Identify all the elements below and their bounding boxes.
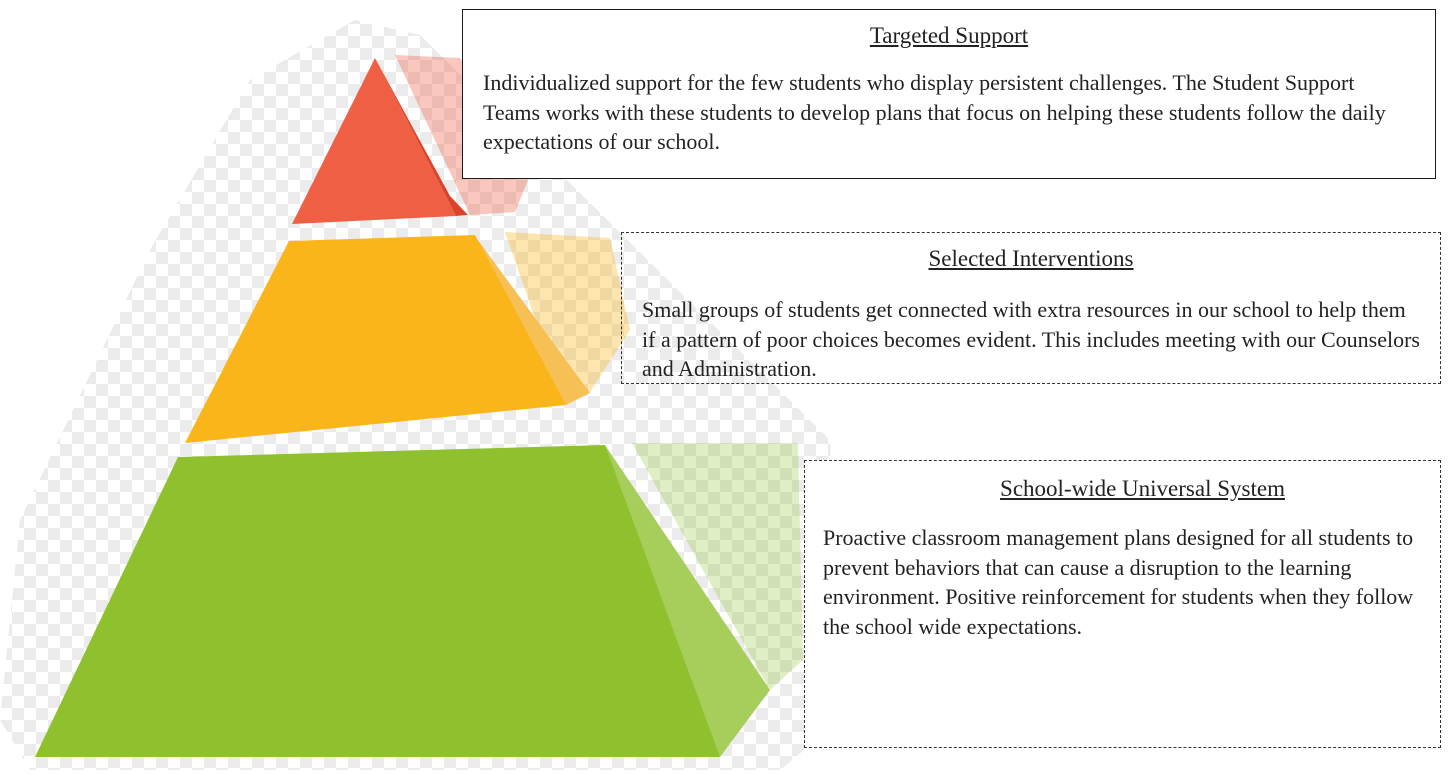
middle-tier-shadow — [505, 232, 630, 404]
selected-interventions-box: Selected Interventions Small groups of s… — [621, 232, 1441, 384]
selected-interventions-title: Selected Interventions — [928, 246, 1134, 271]
bottom-tier-shadow — [632, 443, 803, 690]
universal-system-description: Proactive classroom management plans des… — [823, 525, 1414, 639]
targeted-support-title: Targeted Support — [869, 23, 1029, 48]
middle-tier-side — [470, 236, 590, 405]
universal-system-title: School-wide Universal System — [1000, 476, 1285, 501]
bottom-tier-face — [35, 445, 720, 757]
universal-system-box: School-wide Universal System Proactive c… — [804, 460, 1441, 748]
top-tier-face — [292, 58, 456, 224]
targeted-support-description: Individualized support for the few stude… — [483, 70, 1386, 154]
targeted-support-box: Targeted Support Individualized support … — [462, 9, 1436, 179]
middle-tier-face — [185, 235, 566, 443]
selected-interventions-description: Small groups of students get connected w… — [642, 297, 1420, 381]
